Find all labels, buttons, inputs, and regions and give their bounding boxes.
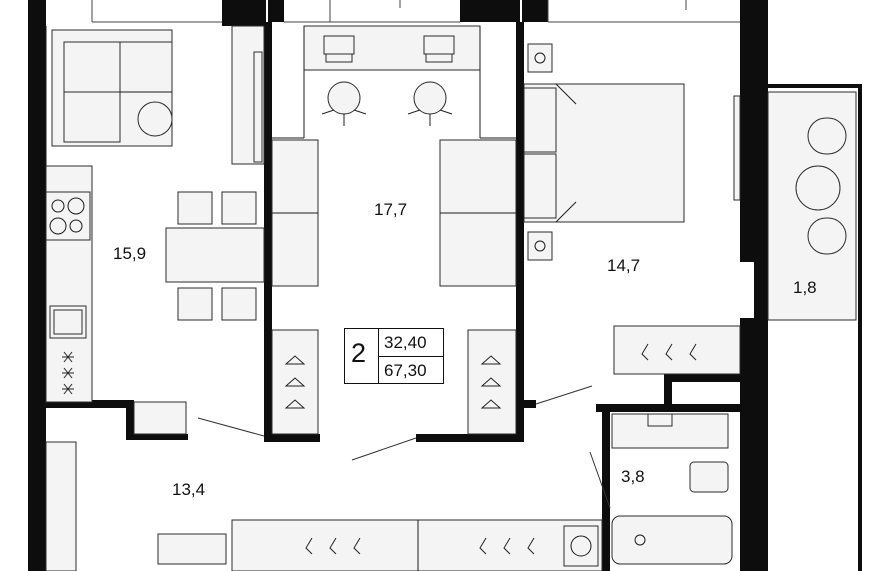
bathroom-furniture — [589, 413, 733, 565]
top-windows — [91, 0, 740, 23]
room-count: 2 — [351, 338, 367, 368]
living-area-value: 32,40 — [384, 333, 427, 352]
room-area-kitchen: 15,9 — [113, 244, 147, 263]
room-area-office: 17,7 — [374, 200, 408, 219]
room-area-bedroom: 14,7 — [607, 256, 641, 275]
bedroom-furniture — [523, 43, 741, 405]
total-area-value: 67,30 — [384, 361, 427, 380]
room-area-balcony: 1,8 — [793, 278, 817, 297]
kitchen-furniture — [45, 25, 265, 435]
room-area-hallway: 13,4 — [172, 480, 206, 499]
summary-divider-horizontal — [378, 356, 444, 357]
room-area-bathroom: 3,8 — [621, 467, 645, 486]
exterior-walls — [28, 0, 768, 571]
office-furniture — [271, 25, 517, 435]
balcony-furniture — [767, 91, 857, 321]
hallway-furniture — [45, 417, 603, 571]
interior-walls — [46, 22, 862, 571]
